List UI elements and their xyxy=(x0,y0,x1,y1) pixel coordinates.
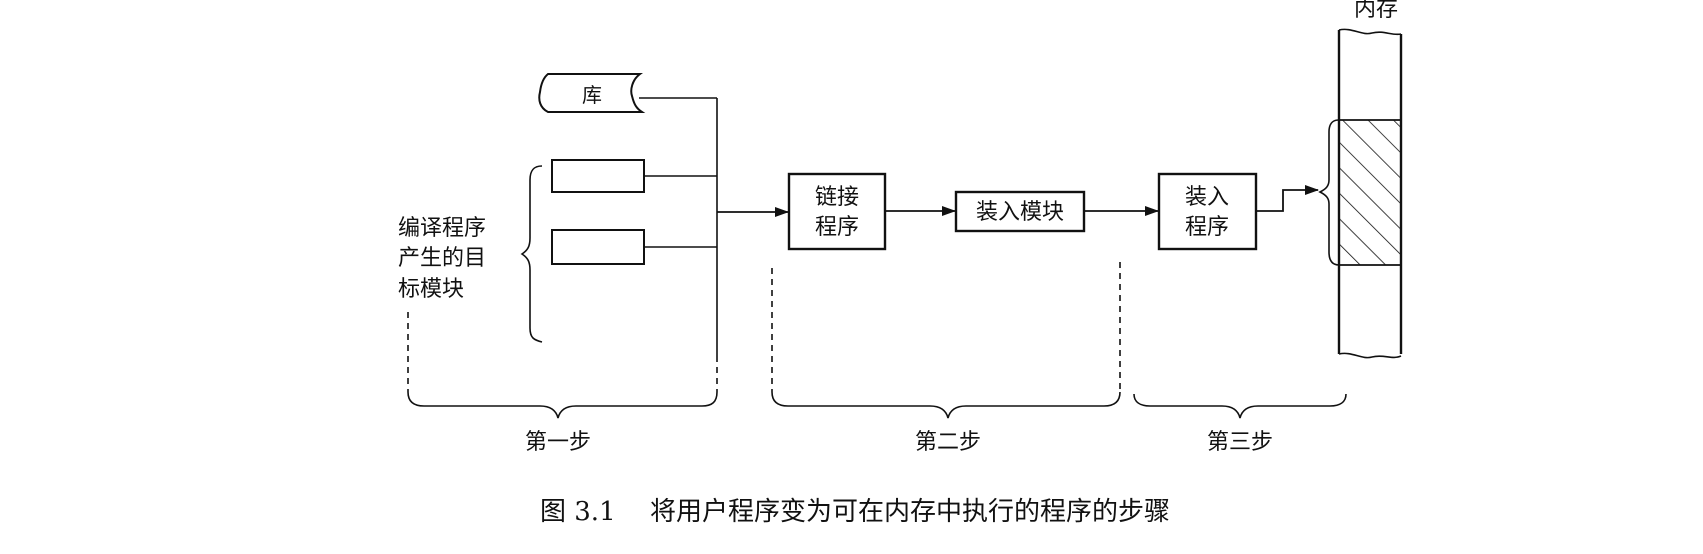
object-module-box-1 xyxy=(551,159,645,193)
step2-brace xyxy=(771,391,1121,419)
memory-column: 内存 xyxy=(1337,0,1403,359)
caption-text: 将用户程序变为可在内存中执行的程序的步骤 xyxy=(650,497,1170,527)
module-connectors xyxy=(639,97,718,392)
linker-node: 链接 程序 xyxy=(787,172,887,251)
memory-label: 内存 xyxy=(1354,0,1398,22)
step3-label: 第三步 xyxy=(1207,430,1273,455)
object-modules-label: 编译程序 产生的目 标模块 xyxy=(398,216,486,302)
object-modules-label-line1: 编译程序 xyxy=(398,216,486,241)
object-module-box-2 xyxy=(551,229,645,265)
step3-brace xyxy=(1133,393,1347,419)
object-modules-brace xyxy=(520,165,543,343)
arrow-to-memory xyxy=(1256,185,1319,212)
object-modules-label-line2: 产生的目 xyxy=(398,246,486,271)
step2-label: 第二步 xyxy=(915,430,981,455)
caption-number: 图 3.1 xyxy=(540,497,616,527)
library-label: 库 xyxy=(582,83,602,107)
figure-caption: 图 3.1 将用户程序变为可在内存中执行的程序的步骤 xyxy=(540,497,1170,527)
object-modules-label-line3: 标模块 xyxy=(398,277,464,302)
load-module-label: 装入模块 xyxy=(976,200,1064,225)
load-module-node: 装入模块 xyxy=(954,190,1086,233)
memory-region-brace xyxy=(1318,119,1340,266)
library-node: 库 xyxy=(538,73,646,113)
loader-node: 装入 程序 xyxy=(1157,172,1258,251)
loader-label-line1: 装入 xyxy=(1185,185,1229,210)
memory-hatched-region xyxy=(1339,120,1401,265)
step1-brace xyxy=(407,391,718,419)
step1-label: 第一步 xyxy=(525,430,591,455)
linker-label-line1: 链接 xyxy=(815,185,859,210)
loader-label-line2: 程序 xyxy=(1185,215,1229,240)
linker-label-line2: 程序 xyxy=(815,215,859,240)
